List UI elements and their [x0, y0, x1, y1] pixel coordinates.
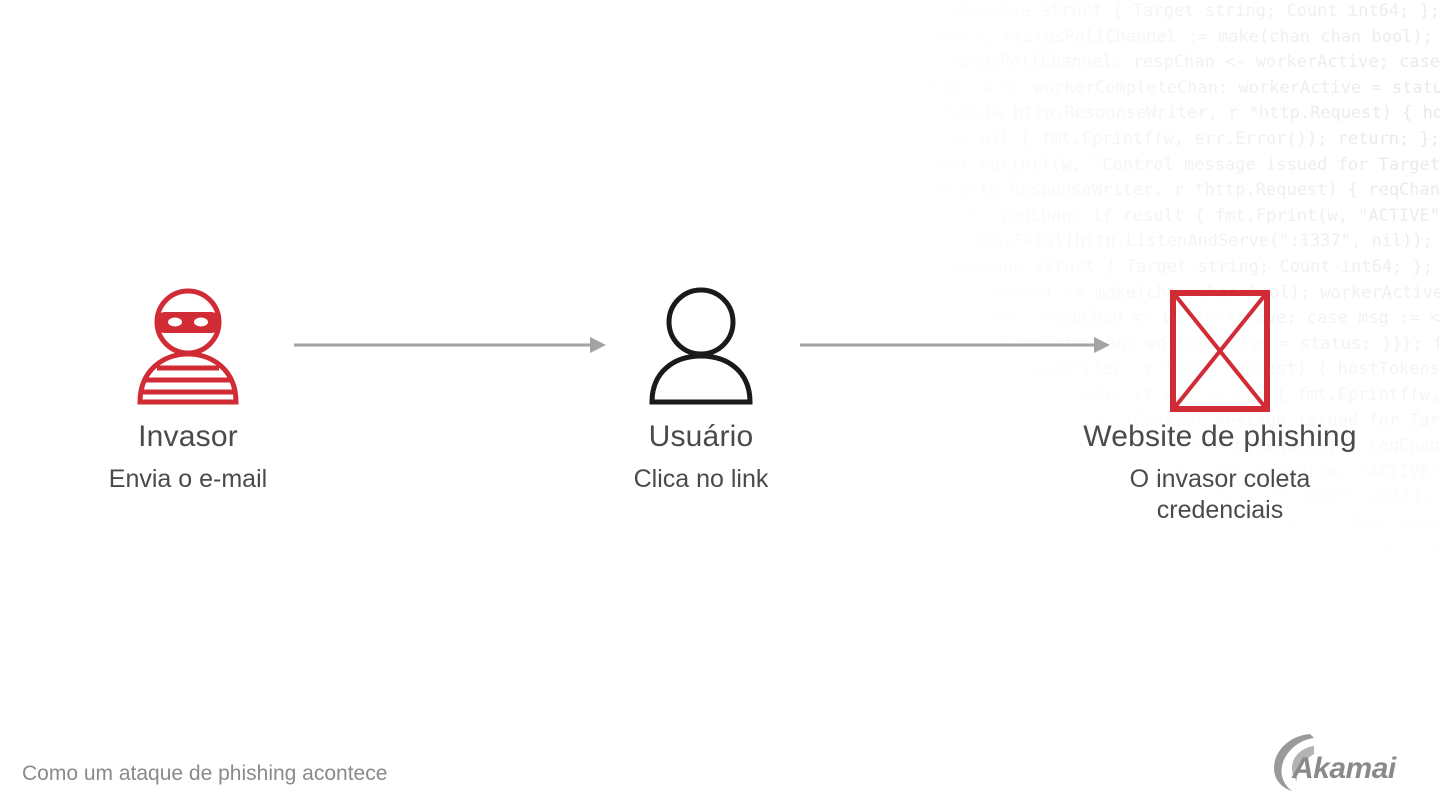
flow-arrow-user-to-website: [800, 337, 1110, 353]
website-subtitle-line1: O invasor coleta: [1129, 465, 1311, 493]
attacker-node: Invasor Envia o e-mail: [60, 420, 316, 495]
website-title: Website de phishing: [1083, 420, 1357, 453]
akamai-wave-icon: [1274, 734, 1314, 791]
website-subtitle-line2: credenciais: [1156, 496, 1284, 524]
website-subtitle: O invasor coleta credenciais: [1040, 464, 1400, 526]
attacker-subtitle: Envia o e-mail: [108, 465, 268, 493]
user-node: Usuário Clica no link: [572, 420, 830, 495]
user-title: Usuário: [648, 420, 754, 453]
website-node: Website de phishing O invasor coleta cre…: [1040, 420, 1400, 526]
user-subtitle: Clica no link: [633, 465, 769, 493]
person-outline-icon: [649, 287, 753, 405]
akamai-logo-text: Akamai: [1292, 752, 1396, 785]
attacker-title: Invasor: [138, 420, 238, 453]
broken-image-x-icon: [1170, 290, 1270, 412]
masked-burglar-icon: [137, 288, 239, 405]
flow-arrow-attacker-to-user: [294, 337, 606, 353]
slide-caption: Como um ataque de phishing acontece: [22, 762, 388, 785]
akamai-logo: Akamai: [1270, 728, 1420, 794]
